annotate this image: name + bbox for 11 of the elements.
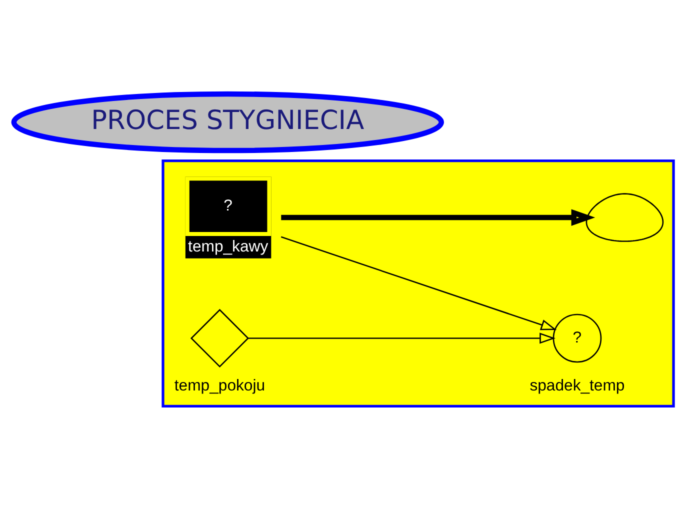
- node-diamond: [190, 308, 250, 368]
- node-label: temp_pokoju: [174, 377, 266, 394]
- node-cloud: [586, 193, 664, 242]
- arrow: [281, 209, 596, 226]
- cluster: [162, 159, 675, 408]
- node-ellipse: PROCES STYGNIECIA: [11, 91, 444, 154]
- node-label: temp_kawy: [188, 238, 268, 256]
- arrow: [248, 332, 556, 344]
- arrow: [280, 236, 557, 330]
- node-label: spadek_temp: [530, 377, 625, 394]
- node-circle: ?: [552, 314, 602, 363]
